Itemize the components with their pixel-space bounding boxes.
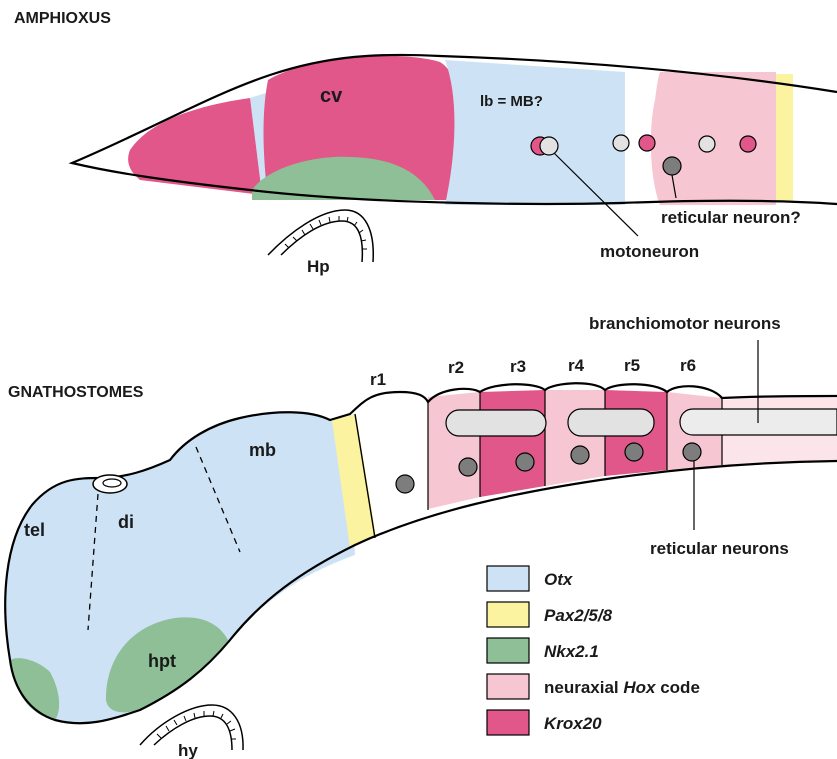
amphioxus-otx-region — [445, 60, 625, 205]
legend-label-krox: Krox20 — [544, 714, 602, 733]
amphioxus-anterior-krox — [128, 98, 262, 195]
amphioxus-krox-neuron-3 — [740, 136, 756, 152]
legend-swatch-nkx — [487, 638, 529, 663]
legend-label-hox: neuraxial Hox code — [544, 678, 700, 697]
epiphysis — [93, 475, 127, 493]
label-hpt: hpt — [148, 651, 176, 671]
label-reticular-neurons: reticular neurons — [650, 539, 789, 558]
label-tel: tel — [24, 520, 45, 540]
amphioxus-title: AMPHIOXUS — [14, 10, 111, 27]
label-r3: r3 — [510, 357, 526, 376]
amphioxus-motoneuron-1 — [540, 137, 558, 155]
r4-hox — [545, 390, 605, 486]
legend-swatch-hox — [487, 674, 529, 699]
reticular-neuron-r4 — [571, 446, 589, 464]
label-lb: lb = MB? — [480, 93, 543, 110]
hp-pit — [268, 210, 373, 262]
label-branchiomotor: branchiomotor neurons — [589, 314, 781, 333]
amphioxus-krox-neuron-2 — [639, 135, 655, 151]
amphioxus-motoneuron-2 — [613, 135, 629, 151]
legend: Otx Pax2/5/8 Nkx2.1 neuraxial Hox code K… — [487, 566, 700, 735]
label-r2: r2 — [448, 358, 464, 377]
amphioxus-body — [72, 55, 837, 205]
branchiomotor-bar-r4r5 — [568, 409, 654, 436]
reticular-neuron-r5 — [625, 443, 643, 461]
label-hp: Hp — [307, 257, 330, 276]
label-di: di — [118, 512, 134, 532]
label-motoneuron: motoneuron — [600, 242, 699, 261]
legend-label-nkx: Nkx2.1 — [544, 642, 599, 661]
label-mb: mb — [249, 440, 276, 460]
reticular-neuron-r6 — [683, 443, 701, 461]
branchiomotor-bars — [446, 409, 837, 436]
legend-label-pax: Pax2/5/8 — [544, 606, 613, 625]
reticular-neuron-r2 — [459, 458, 477, 476]
legend-swatch-pax — [487, 602, 529, 627]
legend-swatch-krox — [487, 710, 529, 735]
label-r5: r5 — [624, 356, 640, 375]
legend-swatch-otx — [487, 566, 529, 591]
amphioxus-reticular-neuron — [663, 157, 681, 175]
label-hy: hy — [178, 741, 198, 759]
gnathostomes-title: GNATHOSTOMES — [8, 384, 144, 401]
label-r1: r1 — [370, 370, 386, 389]
reticular-neuron-r1 — [396, 475, 414, 493]
branchiomotor-bar-r2r3 — [446, 410, 546, 436]
label-cv: cv — [320, 85, 343, 107]
label-r6: r6 — [680, 356, 696, 375]
label-reticular-neuron: reticular neuron? — [661, 208, 801, 227]
legend-label-otx: Otx — [544, 570, 574, 589]
label-r4: r4 — [568, 356, 585, 375]
reticular-neuron-r3 — [516, 453, 534, 471]
amphioxus-motoneuron-3 — [699, 136, 715, 152]
r3-krox — [480, 390, 545, 497]
amphioxus-pax-stripe — [776, 74, 793, 202]
